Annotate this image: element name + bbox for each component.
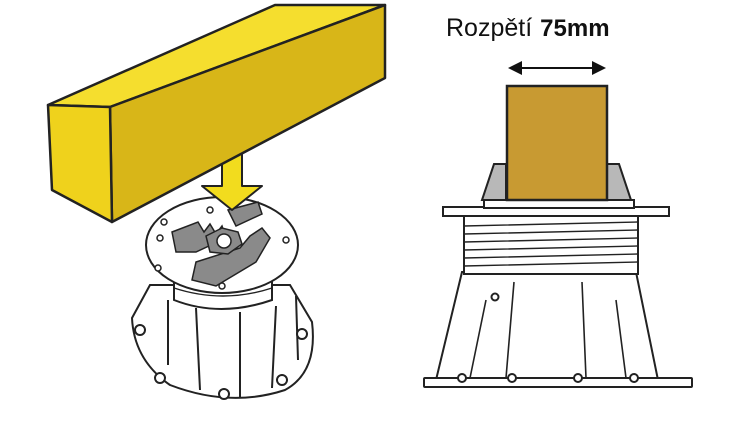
head-plate bbox=[145, 196, 299, 294]
span-label: Rozpětí 75mm bbox=[446, 14, 610, 43]
plate-screw-hole bbox=[282, 236, 290, 244]
bracket-right bbox=[606, 163, 633, 201]
beam-end-face bbox=[46, 103, 114, 224]
span-value: 75mm bbox=[540, 15, 610, 42]
clip-top bbox=[226, 201, 263, 227]
threaded-section bbox=[463, 213, 639, 275]
thread-lines bbox=[463, 221, 639, 267]
pedestal-support bbox=[423, 271, 693, 388]
pedestal-base bbox=[130, 284, 314, 400]
base-foot-plate bbox=[423, 377, 693, 388]
wooden-beam bbox=[46, 3, 387, 224]
left-illustration bbox=[46, 3, 387, 400]
foot-mark bbox=[507, 373, 517, 383]
wood-joist-section bbox=[505, 84, 609, 202]
foot-mark bbox=[573, 373, 583, 383]
foot-mark bbox=[629, 373, 639, 383]
support-ribs bbox=[469, 281, 627, 379]
base-hole bbox=[218, 388, 230, 400]
foot-mark bbox=[457, 373, 467, 383]
base-hole bbox=[276, 374, 288, 386]
base-hole bbox=[154, 372, 166, 384]
clip-bottom bbox=[191, 226, 271, 287]
base-hole bbox=[296, 328, 308, 340]
center-hole bbox=[216, 233, 232, 249]
plate-screw-hole bbox=[206, 206, 214, 214]
base-ribs bbox=[167, 295, 299, 398]
base-hole bbox=[134, 324, 146, 336]
right-illustration bbox=[423, 61, 693, 388]
plate-screw-hole bbox=[160, 218, 168, 226]
span-label-text: Rozpětí bbox=[446, 14, 533, 42]
support-hole bbox=[490, 292, 500, 302]
plate-screw-hole bbox=[156, 234, 164, 242]
bracket-left bbox=[480, 163, 507, 201]
plate-screw-hole bbox=[154, 264, 162, 272]
span-arrow-icon bbox=[508, 61, 606, 75]
base-skirt bbox=[130, 284, 314, 399]
